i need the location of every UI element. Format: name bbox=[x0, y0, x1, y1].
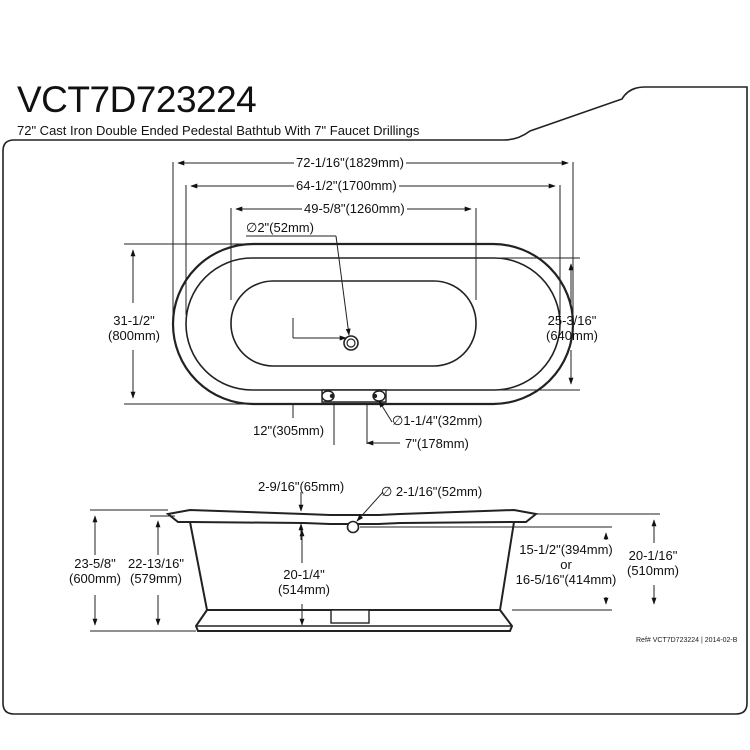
overall-height-inches: 23-5/8" bbox=[74, 556, 116, 571]
overflow-diameter-label: ∅ 2-1/16"(52mm) bbox=[381, 484, 483, 499]
overflow-outlet bbox=[346, 520, 360, 534]
tub-outer-rim bbox=[171, 242, 575, 406]
inner-width-mm: (640mm) bbox=[545, 328, 598, 343]
overflow-height-option-1: 15-1/2"(394mm) bbox=[519, 542, 613, 557]
overall-width-inches: 31-1/2" bbox=[113, 313, 155, 328]
floor-to-rim-label: 20-1/16" (510mm) bbox=[622, 548, 684, 578]
document-reference: Ref# VCT7D723224 | 2014-02-B bbox=[636, 637, 738, 644]
model-number: VCT7D723224 bbox=[17, 79, 257, 120]
basin-length-label: 49-5/8"(1260mm) bbox=[302, 201, 407, 216]
overall-height-label: 23-5/8" (600mm) bbox=[64, 556, 126, 586]
rim-thickness-label: 2-9/16"(65mm) bbox=[258, 479, 345, 494]
drain-diameter-label: ∅2"(52mm) bbox=[246, 220, 314, 235]
side-view-dimensions bbox=[90, 491, 660, 632]
page-frame bbox=[2, 86, 748, 715]
overflow-height-label: 15-1/2"(394mm) or 16-5/16"(414mm) bbox=[513, 542, 619, 587]
interior-depth-mm: (514mm) bbox=[277, 582, 330, 597]
top-view bbox=[171, 242, 575, 406]
overflow-height-or: or bbox=[560, 557, 572, 572]
side-body bbox=[189, 521, 515, 611]
floor-to-rim-mm: (510mm) bbox=[626, 563, 679, 578]
floor-to-rim-inches: 20-1/16" bbox=[628, 548, 678, 563]
tub-inner-rim bbox=[185, 257, 561, 391]
overall-length-label: 72-1/16"(1829mm) bbox=[294, 155, 406, 170]
inner-width-inches: 25-3/16" bbox=[547, 313, 597, 328]
faucet-hole-diameter-label: ∅1-1/4"(32mm) bbox=[392, 413, 483, 428]
overflow-height-option-2: 16-5/16"(414mm) bbox=[515, 572, 617, 587]
drain-inner bbox=[346, 338, 356, 348]
interior-depth-inches: 20-1/4" bbox=[283, 567, 325, 582]
interior-depth-label: 20-1/4" (514mm) bbox=[276, 567, 332, 597]
base-drain-outlet bbox=[330, 609, 370, 624]
rim-length-label: 64-1/2"(1700mm) bbox=[294, 178, 399, 193]
tub-basin bbox=[230, 280, 477, 367]
body-height-inches: 22-13/16" bbox=[128, 556, 184, 571]
side-view bbox=[165, 508, 539, 632]
body-height-label: 22-13/16" (579mm) bbox=[124, 556, 188, 586]
inner-width-label: 25-3/16" (640mm) bbox=[540, 313, 604, 343]
body-height-mm: (579mm) bbox=[129, 571, 182, 586]
drain-outer bbox=[343, 335, 359, 351]
product-description: 72" Cast Iron Double Ended Pedestal Bath… bbox=[17, 123, 420, 138]
side-rim bbox=[165, 508, 539, 525]
overall-height-mm: (600mm) bbox=[68, 571, 121, 586]
side-base bbox=[194, 609, 514, 632]
drain-offset-label: 12"(305mm) bbox=[253, 423, 325, 438]
faucet-spacing-label: 7"(178mm) bbox=[405, 436, 469, 451]
overall-width-mm: (800mm) bbox=[107, 328, 160, 343]
overall-width-label: 31-1/2" (800mm) bbox=[104, 313, 164, 343]
